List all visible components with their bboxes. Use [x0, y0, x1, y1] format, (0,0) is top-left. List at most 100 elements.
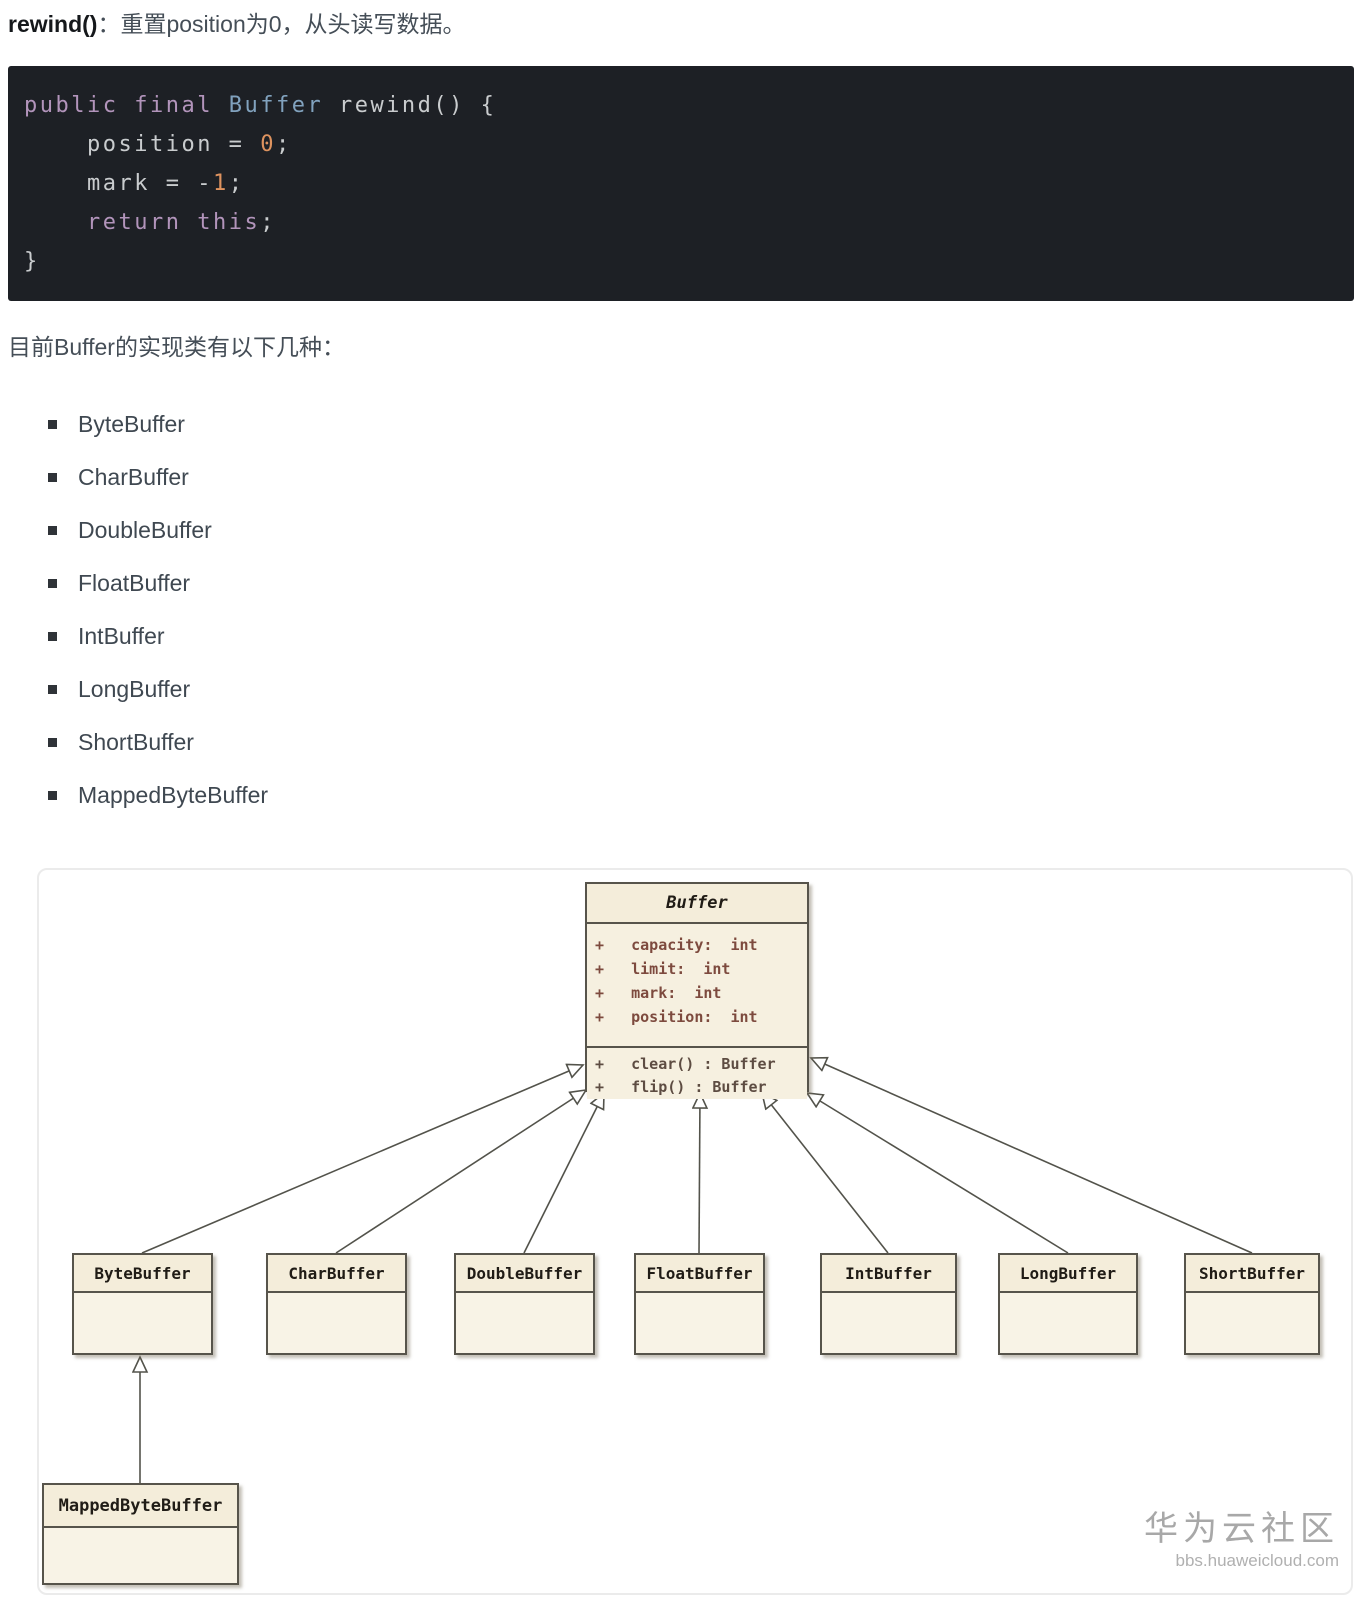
uml-attributes-section: + capacity: int + limit: int + mark: int + …: [587, 924, 807, 1048]
code-line: }: [24, 242, 1338, 281]
code-token: Buffer: [228, 93, 324, 118]
code-token: [118, 93, 134, 118]
list-item-label: MappedByteBuffer: [78, 782, 269, 808]
bullet-square-icon: [48, 420, 57, 429]
uml-empty-body: [636, 1293, 763, 1353]
inheritance-arrows: [39, 870, 1253, 1483]
inheritance-edge: [523, 1093, 604, 1254]
inheritance-edge: [762, 1093, 889, 1254]
uml-empty-body: [74, 1293, 211, 1353]
code-line: position = 0;: [24, 125, 1338, 164]
inheritance-edge: [141, 1065, 583, 1254]
uml-attribute: + position: int: [595, 1008, 758, 1026]
inheritance-edge: [699, 1093, 700, 1254]
watermark: 华为云社区 bbs.huaweicloud.com: [1144, 1512, 1339, 1569]
code-token: return: [86, 210, 182, 235]
uml-class-doublebuffer: DoubleBuffer: [454, 1253, 595, 1355]
heading-description: ：重置position为0，从头读写数据。: [97, 11, 466, 37]
list-item: DoubleBuffer: [48, 515, 1368, 546]
list-item: FloatBuffer: [48, 568, 1368, 599]
code-token: ;: [275, 132, 292, 157]
heading: rewind()：重置position为0，从头读写数据。: [8, 8, 1368, 40]
uml-method: + clear() : Buffer: [595, 1055, 776, 1073]
code-line: public final Buffer rewind() {: [24, 86, 1338, 125]
uml-class-title: ByteBuffer: [74, 1255, 211, 1293]
uml-class-floatbuffer: FloatBuffer: [634, 1253, 765, 1355]
uml-class-title: Buffer: [587, 884, 807, 924]
uml-class-bytebuffer: ByteBuffer: [72, 1253, 213, 1355]
inheritance-edge: [811, 1058, 1253, 1254]
uml-empty-body: [1000, 1293, 1136, 1353]
list-item: MappedByteBuffer: [48, 780, 1368, 811]
bullet-square-icon: [48, 526, 57, 535]
code-token: mark = -: [24, 171, 213, 196]
uml-empty-body: [268, 1293, 405, 1353]
uml-class-title: MappedByteBuffer: [44, 1485, 237, 1528]
uml-class-mappedbytebuffer: MappedByteBuffer: [42, 1483, 239, 1585]
code-token: [213, 93, 229, 118]
uml-class-title: IntBuffer: [822, 1255, 955, 1293]
uml-class-intbuffer: IntBuffer: [820, 1253, 957, 1355]
list-item-label: LongBuffer: [78, 676, 191, 702]
list-item: IntBuffer: [48, 621, 1368, 652]
uml-class-title: FloatBuffer: [636, 1255, 763, 1293]
uml-class-longbuffer: LongBuffer: [998, 1253, 1138, 1355]
code-token: ;: [260, 210, 276, 235]
inheritance-edge: [335, 1090, 586, 1254]
code-token: 1: [212, 171, 229, 196]
uml-class-buffer: Buffer + capacity: int + limit: int + mark…: [585, 882, 809, 1099]
watermark-url: bbs.huaweicloud.com: [1175, 1551, 1339, 1570]
code-token: rewind() {: [323, 93, 497, 118]
list-item: ShortBuffer: [48, 727, 1368, 758]
list-item-label: FloatBuffer: [78, 570, 191, 596]
uml-class-charbuffer: CharBuffer: [266, 1253, 407, 1355]
uml-empty-body: [822, 1293, 955, 1353]
uml-empty-body: [1186, 1293, 1318, 1353]
list-item: ByteBuffer: [48, 409, 1368, 440]
bullet-square-icon: [48, 473, 57, 482]
uml-class-shortbuffer: ShortBuffer: [1184, 1253, 1320, 1355]
bullet-square-icon: [48, 685, 57, 694]
uml-class-title: ShortBuffer: [1186, 1255, 1318, 1293]
watermark-title: 华为云社区: [1144, 1510, 1339, 1548]
uml-empty-body: [44, 1528, 237, 1583]
inheritance-edge: [807, 1093, 1069, 1254]
uml-diagram-figure: Buffer + capacity: int + limit: int + mark…: [37, 868, 1353, 1595]
list-item-label: ByteBuffer: [78, 411, 185, 437]
code-token: [181, 210, 197, 235]
heading-term: rewind(): [8, 11, 98, 37]
code-block: public final Buffer rewind() { position …: [8, 66, 1354, 301]
uml-method: + flip() : Buffer: [595, 1078, 767, 1096]
bullet-square-icon: [48, 632, 57, 641]
article: rewind()：重置position为0，从头读写数据。 public fin…: [0, 8, 1368, 1595]
uml-class-title: LongBuffer: [1000, 1255, 1136, 1293]
list-item-label: DoubleBuffer: [78, 517, 212, 543]
uml-class-title: CharBuffer: [268, 1255, 405, 1293]
list-item-label: ShortBuffer: [78, 729, 194, 755]
uml-attribute: + capacity: int: [595, 936, 758, 954]
uml-attribute: + mark: int: [595, 984, 722, 1002]
list-item-label: IntBuffer: [78, 623, 165, 649]
bullet-square-icon: [48, 738, 57, 747]
intro-paragraph: 目前Buffer的实现类有以下几种：: [8, 334, 345, 360]
code-token: final: [134, 93, 213, 118]
list-item: LongBuffer: [48, 674, 1368, 705]
list-item: CharBuffer: [48, 462, 1368, 493]
code-token: [24, 210, 87, 235]
code-token: position =: [24, 132, 261, 157]
code-token: public: [24, 93, 119, 118]
uml-attribute: + limit: int: [595, 960, 731, 978]
code-line: return this;: [24, 203, 1338, 242]
bullet-square-icon: [48, 791, 57, 800]
code-token: this: [197, 210, 261, 235]
code-line: mark = -1;: [24, 164, 1338, 203]
bullet-square-icon: [48, 579, 57, 588]
uml-methods-section: + clear() : Buffer + flip() : Buffer: [587, 1048, 807, 1099]
code-token: }: [24, 249, 40, 274]
code-token: 0: [260, 132, 276, 157]
uml-empty-body: [456, 1293, 593, 1353]
uml-class-title: DoubleBuffer: [456, 1255, 593, 1293]
code-token: ;: [228, 171, 245, 196]
list-item-label: CharBuffer: [78, 464, 189, 490]
